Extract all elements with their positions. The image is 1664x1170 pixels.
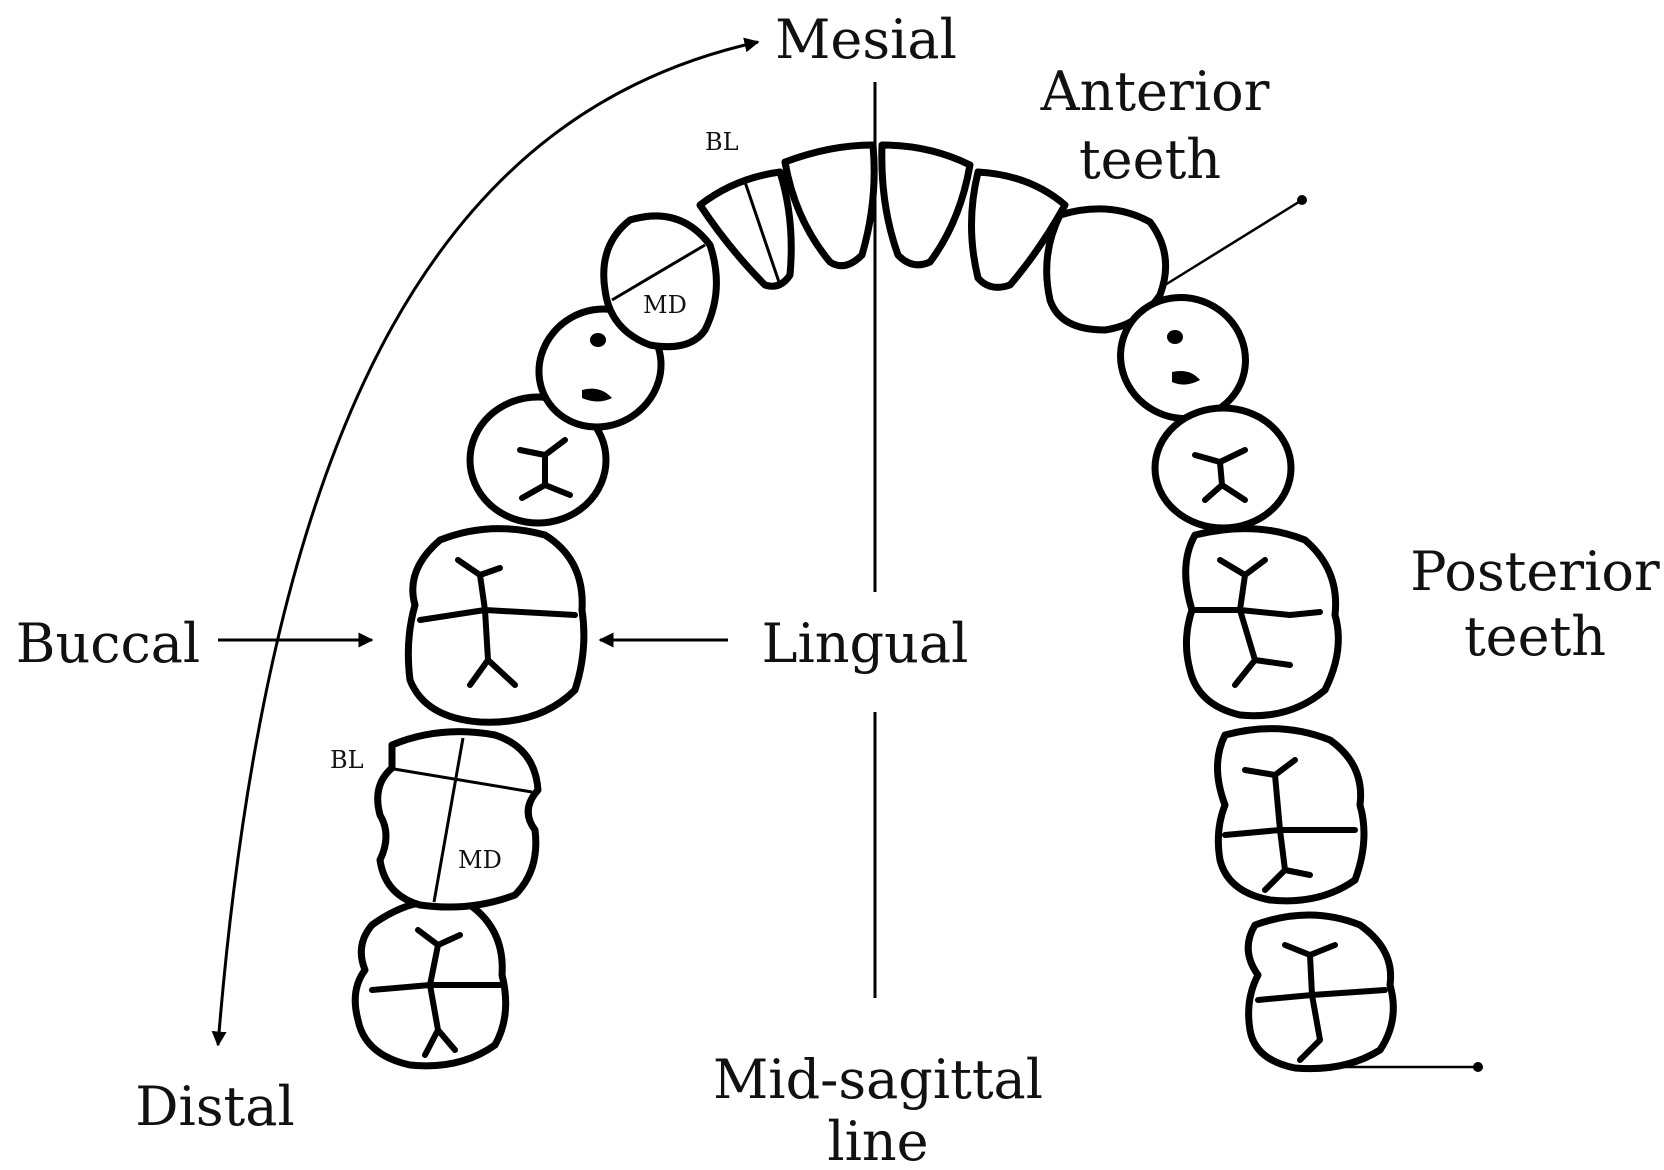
midsagittal-label-line2: line <box>827 1110 928 1170</box>
second-premolar-right <box>1155 408 1291 528</box>
central-incisor-right <box>882 145 970 265</box>
central-incisor-left <box>785 145 874 266</box>
midsagittal-label-line1: Mid-sagittal <box>713 1048 1043 1111</box>
posterior-teeth-label-line1: Posterior <box>1410 540 1660 603</box>
first-molar-left <box>408 529 584 723</box>
md-label-canine: MD <box>643 291 687 319</box>
second-molar-left <box>378 732 538 907</box>
anterior-pointer <box>1165 200 1302 285</box>
bl-label-incisor: BL <box>705 128 739 156</box>
second-molar-right <box>1218 729 1365 901</box>
first-molar-right <box>1186 529 1339 716</box>
third-molar-left <box>355 901 505 1066</box>
mesial-label: Mesial <box>775 8 957 71</box>
posterior-pointer-dot <box>1473 1062 1483 1072</box>
lingual-label: Lingual <box>762 612 969 675</box>
canine-left <box>604 216 717 347</box>
teeth-right <box>882 145 1394 1069</box>
anterior-pointer-dot <box>1297 195 1307 205</box>
buccal-label: Buccal <box>16 612 200 675</box>
teeth-left <box>355 145 874 1066</box>
posterior-teeth-label-line2: teeth <box>1464 605 1606 668</box>
md-label-molar: MD <box>458 846 502 874</box>
third-molar-right <box>1248 915 1393 1069</box>
distal-label: Distal <box>135 1075 294 1138</box>
anterior-teeth-label-line2: teeth <box>1079 128 1221 191</box>
anterior-teeth-label-line1: Anterior <box>1040 60 1270 123</box>
bl-label-molar: BL <box>330 746 364 774</box>
